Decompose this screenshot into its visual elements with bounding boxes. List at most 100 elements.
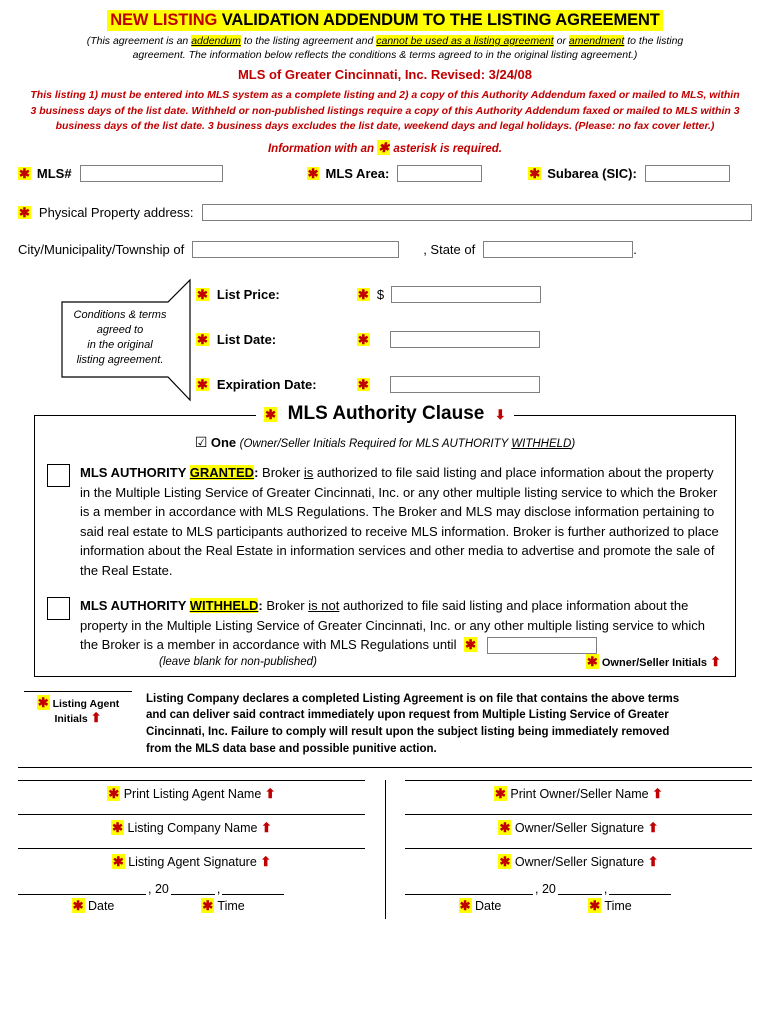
time-line[interactable]	[609, 894, 672, 896]
date-line[interactable]	[18, 894, 146, 896]
time-label: Time	[217, 899, 245, 914]
date-label: Date	[474, 899, 502, 914]
property-address-row: ✱ Physical Property address:	[18, 204, 752, 221]
date-time-separator: ,	[603, 882, 608, 897]
signature-line[interactable]	[405, 814, 752, 816]
signature-column-left: ✱ Print Listing Agent Name ⬆ ✱ Listing C…	[18, 780, 385, 925]
authority-granted-checkbox[interactable]	[47, 464, 70, 487]
year-prefix: , 20	[535, 882, 556, 897]
authority-title-inner: ✱ MLS Authority Clause ⬇	[256, 403, 514, 424]
agent-initials-label-1: Listing Agent	[52, 697, 120, 710]
one-label: One	[210, 435, 237, 450]
subarea-label: Subarea (SIC):	[547, 166, 637, 181]
signature-caption-text: Print Owner/Seller Name	[510, 787, 649, 802]
granted-is: is	[303, 465, 314, 480]
state-input[interactable]	[483, 241, 634, 258]
granted-text-2: authorized to file said listing and plac…	[80, 465, 719, 578]
signature-line[interactable]	[18, 780, 365, 782]
conditions-line-2: agreed to	[96, 323, 144, 336]
date-caption: ✱ Date	[18, 898, 168, 914]
time-label: Time	[604, 899, 632, 914]
arrow-up-icon: ⬆	[90, 709, 102, 725]
listing-agent-signature-item: ✱ Listing Agent Signature ⬆	[18, 848, 365, 870]
withheld-text-1: Broker	[262, 598, 309, 613]
authority-granted-clause: MLS AUTHORITY GRANTED: Broker is authori…	[47, 463, 723, 580]
subarea-input[interactable]	[644, 165, 730, 182]
asterisk-icon: ✱	[111, 854, 125, 870]
initials-line[interactable]	[24, 690, 132, 693]
year-prefix: , 20	[148, 882, 169, 897]
expiration-date-label: Expiration Date:	[216, 377, 317, 392]
signature-caption-text: Owner/Seller Signature	[514, 821, 645, 836]
date-time-lines: , 20 ,	[405, 882, 752, 896]
signature-line[interactable]	[18, 848, 365, 850]
signature-line[interactable]	[405, 848, 752, 850]
signature-caption-text: Print Listing Agent Name	[123, 787, 262, 802]
mls-number-input[interactable]	[79, 165, 223, 182]
arrow-up-icon: ⬆	[647, 820, 659, 836]
price-date-fields: ✱ List Price: ✱ $ ✱ List Date: ✱ ✱ Expir…	[196, 272, 736, 407]
state-label: , State of	[423, 242, 476, 257]
granted-colon: :	[254, 465, 259, 480]
list-date-label: List Date:	[216, 332, 277, 347]
list-date-input[interactable]	[389, 331, 540, 348]
asterisk-icon: ✱	[458, 898, 472, 914]
city-input[interactable]	[192, 241, 400, 258]
mls-area-input[interactable]	[397, 165, 483, 182]
owner-seller-initials-note: ✱ Owner/Seller Initials ⬆	[585, 653, 721, 670]
signature-caption-text: Listing Agent Signature	[128, 855, 257, 870]
asterisk-icon: ✱	[498, 820, 512, 836]
time-line[interactable]	[222, 894, 285, 896]
title-new-listing: NEW LISTING	[110, 11, 218, 29]
date-line[interactable]	[405, 894, 533, 896]
signature-caption-text: Listing Company Name	[127, 821, 258, 836]
withheld-until-date-input[interactable]	[486, 637, 597, 655]
owner-seller-date-time-item: , 20 , ✱ Date ✱ Time	[405, 882, 752, 914]
signature-line[interactable]	[405, 780, 752, 782]
signature-caption: ✱ Listing Company Name ⬆	[18, 820, 365, 836]
asterisk-icon: ✱	[377, 140, 391, 155]
authority-box-title: ✱ MLS Authority Clause ⬇	[35, 403, 735, 425]
declaration-text: Listing Company declares a completed Lis…	[146, 691, 679, 758]
signature-caption: ✱ Owner/Seller Signature ⬆	[405, 854, 752, 870]
withheld-colon: :	[258, 598, 263, 613]
signature-column-divider	[385, 780, 386, 920]
arrow-up-icon: ⬆	[710, 653, 721, 669]
year-line[interactable]	[170, 894, 215, 896]
expiration-date-input[interactable]	[389, 376, 540, 393]
city-label: City/Municipality/Township of	[18, 242, 185, 257]
withheld-is-not: is not	[308, 598, 340, 613]
property-address-label: Physical Property address:	[38, 205, 194, 220]
asterisk-icon: ✱	[585, 653, 599, 669]
signature-line[interactable]	[18, 814, 365, 816]
one-note-withheld: WITHHELD	[511, 438, 572, 450]
owner-seller-signature-item-2: ✱ Owner/Seller Signature ⬆	[405, 848, 752, 870]
print-owner-seller-name-item: ✱ Print Owner/Seller Name ⬆	[405, 780, 752, 802]
asterisk-icon: ✱	[528, 166, 542, 181]
granted-text-1: Broker	[258, 465, 304, 480]
date-time-separator: ,	[216, 882, 221, 897]
declaration-line-3: Cincinnati, Inc. Failure to comply will …	[146, 725, 670, 738]
asterisk-icon: ✱	[111, 820, 125, 836]
dollar-sign: $	[376, 287, 385, 302]
declaration-line-2: and can deliver said contract immediatel…	[146, 709, 669, 722]
title-rest: VALIDATION ADDENDUM TO THE LISTING AGREE…	[217, 11, 660, 29]
instructions-paragraph: This listing 1) must be entered into MLS…	[16, 88, 754, 134]
conditions-and-terms-section: Conditions & terms agreed to in the orig…	[0, 272, 770, 407]
one-note-post: )	[571, 438, 576, 450]
date-label: Date	[87, 899, 115, 914]
authority-withheld-checkbox[interactable]	[47, 597, 70, 620]
signature-caption: ✱ Print Owner/Seller Name ⬆	[405, 786, 752, 802]
property-address-input[interactable]	[201, 204, 752, 221]
asterisk-icon: ✱	[264, 407, 278, 422]
authority-title-text: MLS Authority Clause	[287, 403, 485, 424]
asterisk-icon: ✱	[196, 377, 209, 392]
list-price-input[interactable]	[391, 286, 542, 303]
declaration-line-1: Listing Company declares a completed Lis…	[146, 692, 680, 705]
conditions-line-1: Conditions & terms	[73, 309, 167, 321]
asterisk-icon: ✱	[493, 786, 507, 802]
subtitle-cannot-be-used: cannot be used as a listing agreement	[376, 35, 554, 47]
arrow-up-icon: ⬆	[264, 786, 276, 802]
authority-granted-text: MLS AUTHORITY GRANTED: Broker is authori…	[80, 463, 723, 580]
year-line[interactable]	[557, 894, 602, 896]
